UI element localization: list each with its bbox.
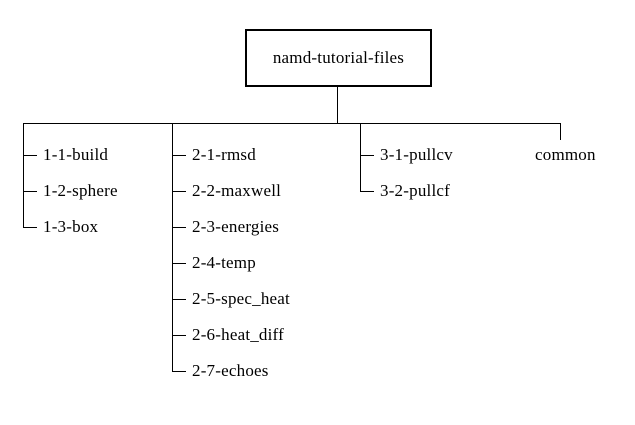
branch-tick-line	[173, 371, 186, 372]
branch-tick-line	[173, 299, 186, 300]
branch-tick-line	[173, 155, 186, 156]
branch-tick-line	[361, 155, 374, 156]
branch-vertical-line	[360, 123, 361, 192]
tree-item-label: 3-1-pullcv	[380, 145, 453, 164]
common-node-label: common	[535, 145, 596, 164]
branch-rail-line	[23, 123, 561, 124]
branch-vertical-line	[172, 123, 173, 372]
common-stub-line	[560, 123, 561, 140]
branch-tick-line	[361, 191, 374, 192]
branch-tick-line	[24, 227, 37, 228]
tree-item-label: 1-3-box	[43, 217, 99, 236]
branch-tick-line	[173, 335, 186, 336]
branch-tick-line	[24, 155, 37, 156]
branch-tick-line	[173, 263, 186, 264]
tree-item-label: 3-2-pullcf	[380, 181, 450, 200]
branch-tick-line	[24, 191, 37, 192]
root-node: namd-tutorial-files	[245, 29, 432, 87]
tree-item-label: 2-1-rmsd	[192, 145, 256, 164]
tree-item-label: 2-4-temp	[192, 253, 256, 272]
tree-item-label: 1-1-build	[43, 145, 109, 164]
branch-tick-line	[173, 191, 186, 192]
tree-item-label: 2-3-energies	[192, 217, 280, 236]
root-connector-line	[337, 87, 338, 123]
tree-item-label: 1-2-sphere	[43, 181, 118, 200]
tree-item-label: 2-7-echoes	[192, 361, 269, 380]
branch-vertical-line	[23, 123, 24, 228]
tree-item-label: 2-5-spec_heat	[192, 289, 290, 308]
tree-item-label: 2-2-maxwell	[192, 181, 282, 200]
root-node-label: namd-tutorial-files	[272, 48, 405, 67]
branch-tick-line	[173, 227, 186, 228]
tree-item-label: 2-6-heat_diff	[192, 325, 284, 344]
